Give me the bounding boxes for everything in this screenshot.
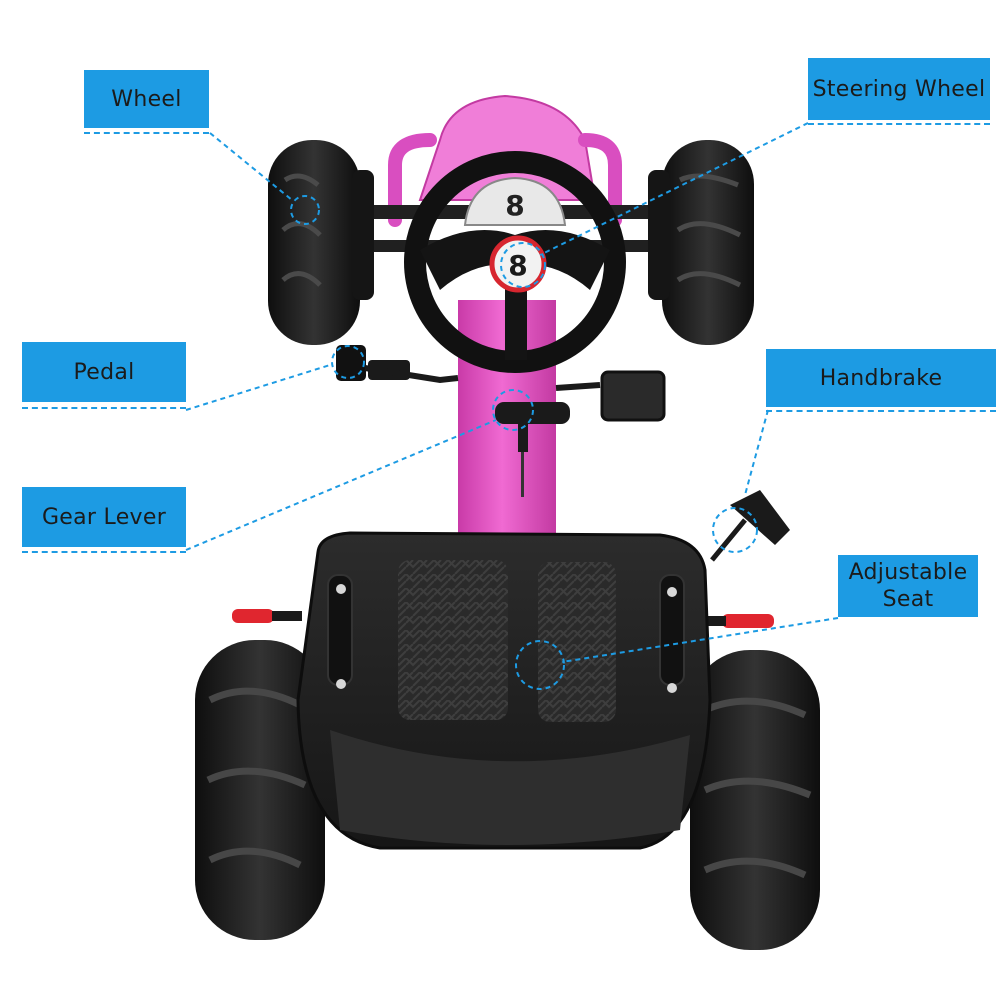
wheel-label-box: Wheel — [84, 70, 209, 128]
front-left-wheel — [268, 140, 374, 345]
adjustable-seat-label-line1: Adjustable — [848, 560, 968, 585]
pedal-leader — [185, 364, 331, 411]
handbrake-label: Handbrake — [819, 365, 943, 391]
gear-lever-underline — [22, 551, 186, 553]
rear-left-wheel — [195, 640, 325, 940]
seat-leader — [561, 617, 839, 663]
dash-number: 8 — [505, 189, 524, 222]
steering-wheel-label-box: Steering Wheel — [808, 58, 990, 120]
gear-lever-label: Gear Lever — [41, 504, 167, 530]
wheel-underline — [84, 132, 209, 134]
right-pedal — [555, 370, 666, 422]
right-red-knob — [722, 614, 774, 628]
gear-target-circle — [492, 389, 534, 431]
rear-right-wheel — [690, 650, 820, 950]
roll-bar — [388, 133, 622, 227]
steering-wheel-label: Steering Wheel — [812, 76, 986, 102]
wheel-target-circle — [290, 195, 320, 225]
handbrake-leader — [744, 409, 769, 496]
pedal-label-box: Pedal — [22, 342, 186, 402]
pedal-underline — [22, 407, 186, 409]
seat-grip-left — [398, 560, 508, 720]
steering-target-circle — [500, 242, 546, 288]
handbrake-lever — [710, 490, 790, 562]
pedal-target-circle — [331, 345, 365, 379]
front-right-wheel — [648, 140, 754, 345]
seat — [296, 531, 712, 850]
seat-target-circle — [515, 640, 565, 690]
steering-wheel-underline — [808, 123, 990, 125]
gear-lever-label-box: Gear Lever — [22, 487, 186, 547]
wheel-label: Wheel — [111, 86, 182, 112]
handbrake-label-box: Handbrake — [766, 349, 996, 407]
adjustable-seat-label-line2: Seat — [882, 587, 934, 612]
handbrake-target-circle — [712, 507, 758, 553]
steering-wheel-leader — [539, 122, 809, 256]
left-red-knob — [232, 609, 274, 623]
gear-lever-leader — [185, 419, 497, 551]
left-pedal — [336, 345, 459, 384]
adjustable-seat-label-box: Adjustable Seat — [838, 555, 978, 617]
handbrake-underline — [766, 410, 996, 412]
pedal-label: Pedal — [73, 359, 135, 385]
steering-badge-number: 8 — [508, 249, 527, 282]
dash-plate — [463, 176, 567, 226]
